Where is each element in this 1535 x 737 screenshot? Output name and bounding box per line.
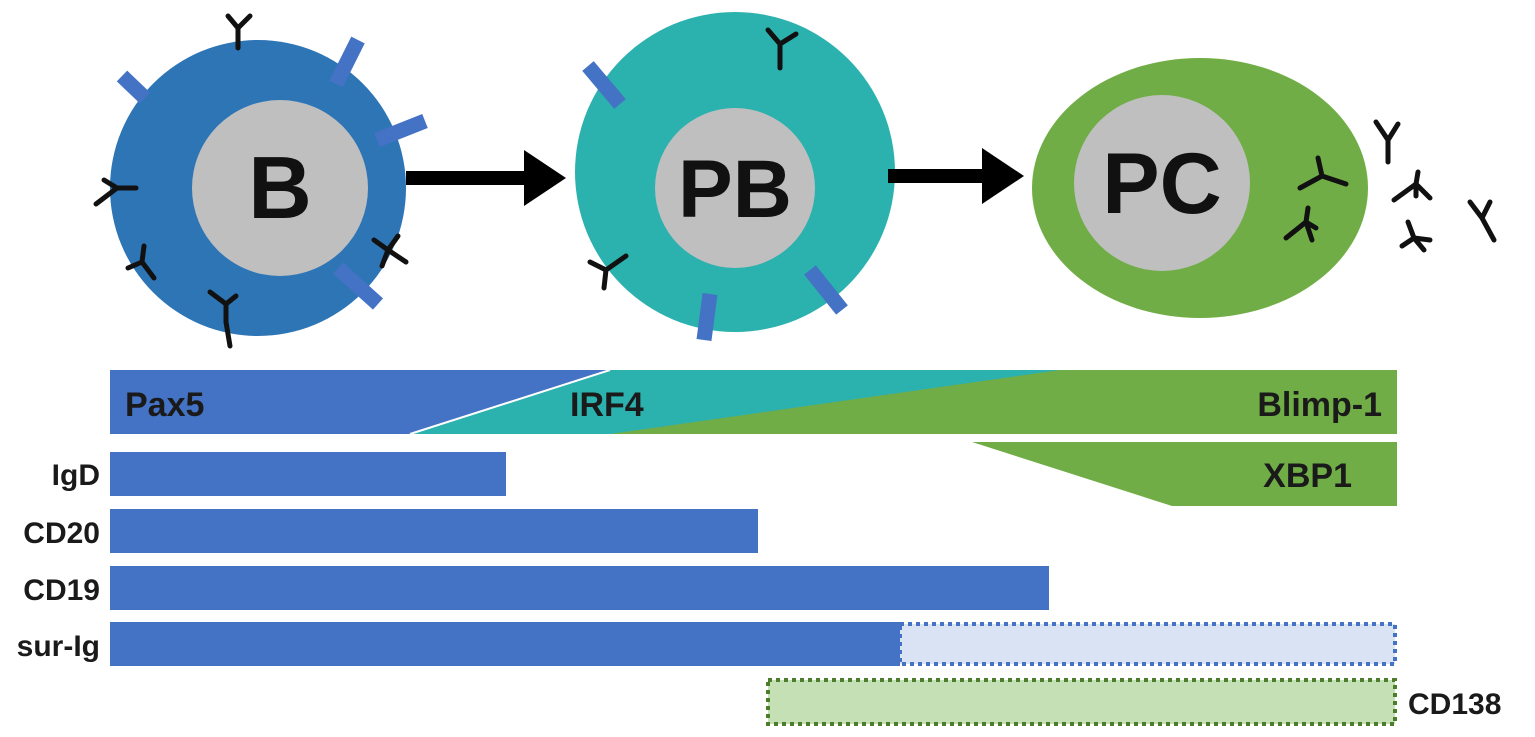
pc-internal-antibodies xyxy=(1283,155,1349,243)
irf4-label: IRF4 xyxy=(570,386,644,424)
antibody-icon xyxy=(1283,205,1319,243)
igd-label: IgD xyxy=(52,459,100,492)
cd138-label: CD138 xyxy=(1408,688,1501,721)
cd20-bar xyxy=(110,509,758,553)
igd-bar xyxy=(110,452,506,496)
pc-cell: PC xyxy=(1032,58,1497,318)
antibody-icon xyxy=(1391,169,1433,203)
pb-cell-label: PB xyxy=(678,144,792,235)
receptor-icon xyxy=(696,293,718,341)
xbp1-band: XBP1 xyxy=(972,442,1397,506)
arrow-pb-to-pc xyxy=(888,148,1024,204)
marker-cd19-row: CD19 xyxy=(23,566,1049,610)
xbp1-wedge xyxy=(972,442,1397,506)
receptor-icon xyxy=(329,36,365,88)
arrow-right-icon xyxy=(982,148,1024,204)
antibody-icon xyxy=(225,13,253,51)
antibody-icon xyxy=(1373,119,1401,165)
b-cell-nucleus xyxy=(192,100,368,276)
cd138-bar xyxy=(766,678,1397,726)
antibody-icon xyxy=(1399,219,1433,253)
antibody-icon xyxy=(1467,199,1497,243)
marker-cd20-row: CD20 xyxy=(23,509,758,553)
antibody-icon xyxy=(207,289,239,349)
arrow-right-icon xyxy=(524,150,566,206)
antibody-icon xyxy=(93,177,139,207)
b-cell-label: B xyxy=(248,138,312,237)
receptor-icon xyxy=(804,265,848,315)
pb-cell: PB xyxy=(575,12,895,341)
b-cell-antibodies xyxy=(93,13,409,349)
b-cell: B xyxy=(93,13,428,349)
pb-cell-antibodies xyxy=(587,27,799,291)
receptor-icon xyxy=(374,114,428,147)
marker-sur-ig-row: sur-Ig xyxy=(17,622,1397,666)
arrow-b-to-pb xyxy=(406,150,566,206)
b-cell-receptors xyxy=(116,36,428,310)
antibody-icon xyxy=(125,243,157,281)
antibody-icon xyxy=(765,27,799,71)
xbp1-label: XBP1 xyxy=(1263,457,1352,495)
receptor-icon xyxy=(332,262,384,310)
antibody-icon xyxy=(587,253,629,291)
transcription-factor-band: Pax5 IRF4 Blimp-1 xyxy=(110,369,1397,435)
pax5-label: Pax5 xyxy=(125,386,204,424)
cd19-bar xyxy=(110,566,1049,610)
sur-ig-label: sur-Ig xyxy=(17,630,100,663)
marker-cd138-row: CD138 xyxy=(766,678,1501,726)
blimp1-wedge xyxy=(610,370,1397,434)
band-divider xyxy=(409,369,611,435)
pc-cell-nucleus xyxy=(1074,95,1250,271)
sur-ig-low-bar xyxy=(898,622,1397,666)
pb-cell-receptors xyxy=(582,61,848,341)
blimp1-label: Blimp-1 xyxy=(1257,386,1382,424)
cd19-label: CD19 xyxy=(23,574,100,607)
receptor-icon xyxy=(582,61,626,109)
antibody-icon xyxy=(1297,155,1349,191)
pc-cell-label: PC xyxy=(1102,136,1221,232)
secreted-antibodies xyxy=(1373,119,1497,253)
receptor-icon xyxy=(116,70,151,104)
sur-ig-bar xyxy=(110,622,900,666)
antibody-icon xyxy=(371,233,409,269)
pb-cell-nucleus xyxy=(655,108,815,268)
cd20-label: CD20 xyxy=(23,517,100,550)
marker-igd-row: IgD xyxy=(52,452,506,496)
